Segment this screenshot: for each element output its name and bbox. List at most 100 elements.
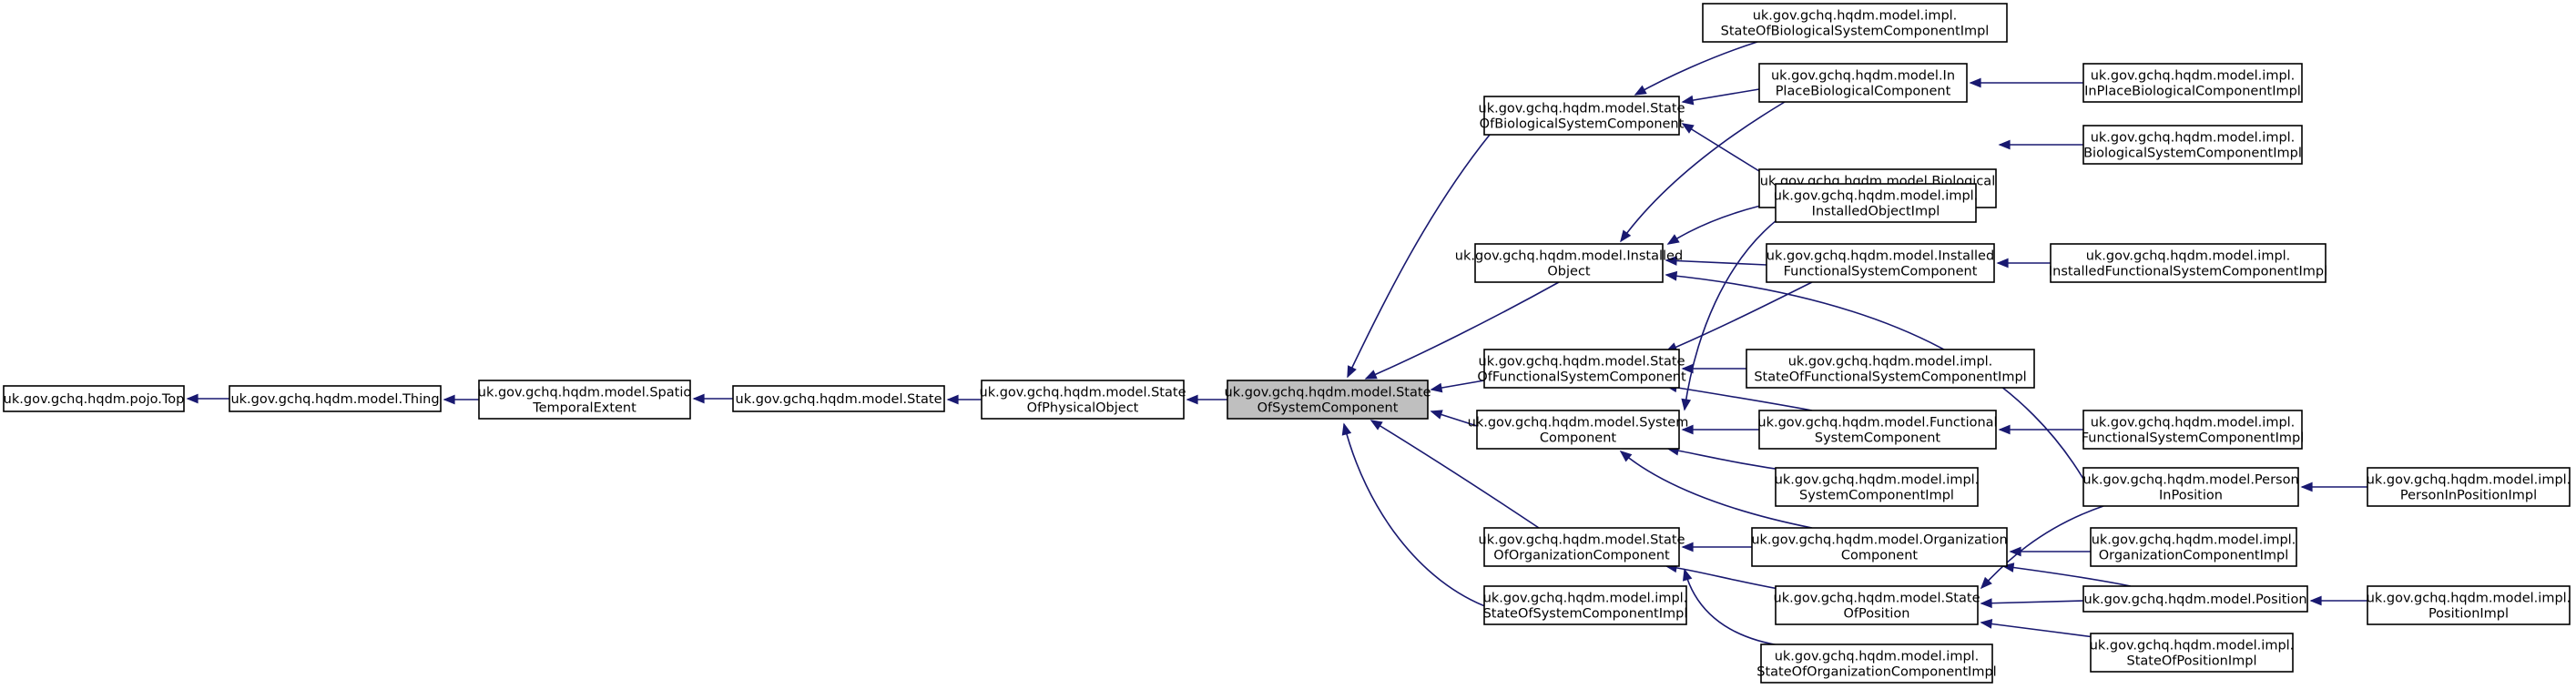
class-node-sc[interactable]: uk.gov.gchq.hqdm.model.SystemComponent [1468, 410, 1689, 450]
class-node-label: OfOrganizationComponent [1493, 549, 1670, 563]
class-node-box [1483, 96, 1680, 136]
arrowhead-ifsc-to-io [1665, 256, 1677, 266]
class-node-box [732, 385, 945, 412]
class-node-bscimpl[interactable]: uk.gov.gchq.hqdm.model.impl.BiologicalSy… [2082, 125, 2303, 165]
class-node-soocimpl[interactable]: uk.gov.gchq.hqdm.model.impl.StateOfOrgan… [1756, 643, 1997, 684]
arrowhead-ipbc-to-sobsc [1681, 95, 1695, 106]
class-node-label: uk.gov.gchq.hqdm.model.State [1774, 592, 1980, 606]
class-node-pipimpl[interactable]: uk.gov.gchq.hqdm.model.impl.PersonInPosi… [2367, 467, 2571, 507]
class-node-label: StateOfPositionImpl [2127, 654, 2257, 669]
class-node-sobscimpl[interactable]: uk.gov.gchq.hqdm.model.impl.StateOfBiolo… [1702, 3, 2008, 43]
class-node-oc[interactable]: uk.gov.gchq.hqdm.model.OrganizationCompo… [1751, 527, 2008, 567]
class-node-sooc[interactable]: uk.gov.gchq.hqdm.model.StateOfOrganizati… [1479, 527, 1685, 567]
class-node-label: uk.gov.gchq.hqdm.pojo.Top [4, 392, 185, 407]
class-node-label: uk.gov.gchq.hqdm.model.Spatio [478, 386, 692, 400]
edge-io-to-sosc [1365, 281, 1560, 380]
class-node-label: uk.gov.gchq.hqdm.model.impl. [2086, 249, 2291, 264]
class-node-label: uk.gov.gchq.hqdm.model.State [736, 392, 942, 407]
class-node-fsc[interactable]: uk.gov.gchq.hqdm.model.FunctionalSystemC… [1757, 410, 1998, 450]
class-node-box [2082, 585, 2308, 613]
edge-sobsc-to-sosc [1347, 134, 1491, 378]
class-node-label: uk.gov.gchq.hqdm.model.In [1771, 69, 1955, 84]
arrowhead-fsc-to-sc [1681, 424, 1694, 435]
class-node-label: FunctionalSystemComponent [1784, 265, 1978, 279]
class-node-box [981, 380, 1185, 420]
arrowhead-posimpl-to-pos [2309, 595, 2322, 606]
arrowhead-ioimpl-to-io [1666, 234, 1680, 245]
arrowhead-ste-to-thing [443, 394, 455, 405]
class-node-label: uk.gov.gchq.hqdm.model.impl. [1753, 9, 1958, 24]
class-node-ipbc[interactable]: uk.gov.gchq.hqdm.model.InPlaceBiological… [1758, 63, 1968, 103]
class-node-label: uk.gov.gchq.hqdm.model.impl. [1774, 189, 1979, 204]
class-node-label: uk.gov.gchq.hqdm.model.impl. [2091, 416, 2296, 431]
class-node-top[interactable]: uk.gov.gchq.hqdm.pojo.Top [3, 385, 185, 412]
arrowhead-pip-to-sop [1980, 576, 1992, 590]
nodes-layer: uk.gov.gchq.hqdm.pojo.Top uk.gov.gchq.hqd… [3, 3, 2571, 684]
class-node-label: uk.gov.gchq.hqdm.model.Installed [1767, 249, 1994, 264]
class-node-label: OfSystemComponent [1257, 401, 1399, 416]
class-node-ocimpl[interactable]: uk.gov.gchq.hqdm.model.impl.Organization… [2090, 527, 2297, 567]
class-node-sofsc[interactable]: uk.gov.gchq.hqdm.model.StateOfFunctional… [1477, 349, 1686, 389]
class-node-pos[interactable]: uk.gov.gchq.hqdm.model.Position [2082, 585, 2308, 613]
class-node-box [2090, 527, 2297, 567]
class-node-label: uk.gov.gchq.hqdm.model.State [1225, 386, 1431, 400]
arrowhead-fscimpl-to-fsc [1998, 424, 2011, 435]
arrowhead-sc-to-sosc [1430, 410, 1443, 420]
class-node-label: uk.gov.gchq.hqdm.model.System [1468, 416, 1689, 431]
class-node-label: uk.gov.gchq.hqdm.model.Organization [1751, 533, 2007, 548]
edge-soocimpl-to-sooc [1684, 569, 1786, 647]
class-node-label: StateOfOrganizationComponentImpl [1756, 665, 1996, 680]
class-node-ifsc[interactable]: uk.gov.gchq.hqdm.model.InstalledFunction… [1766, 243, 1995, 283]
class-node-label: TemporalExtent [532, 401, 636, 416]
class-node-label: uk.gov.gchq.hqdm.model.Installed [1455, 249, 1683, 264]
class-node-label: OfPosition [1844, 607, 1910, 622]
arrowhead-ifscimpl-to-ifsc [1996, 258, 2009, 269]
class-node-label: OfPhysicalObject [1027, 401, 1139, 416]
class-node-label: uk.gov.gchq.hqdm.model.impl. [1775, 650, 1980, 664]
class-node-sopo[interactable]: uk.gov.gchq.hqdm.model.StateOfPhysicalOb… [980, 380, 1186, 420]
arrowhead-sofsc-to-sosc [1430, 382, 1443, 393]
class-node-sopimpl[interactable]: uk.gov.gchq.hqdm.model.impl.StateOfPosit… [2090, 633, 2295, 673]
class-node-state[interactable]: uk.gov.gchq.hqdm.model.State [732, 385, 945, 412]
class-node-ste[interactable]: uk.gov.gchq.hqdm.model.SpatioTemporalExt… [478, 380, 692, 420]
edge-ipbc-to-io [1620, 101, 1786, 242]
class-node-soscimpl[interactable]: uk.gov.gchq.hqdm.model.impl.StateOfSyste… [1483, 585, 1688, 625]
class-node-posimpl[interactable]: uk.gov.gchq.hqdm.model.impl.PositionImpl [2367, 585, 2571, 625]
class-node-scimpl[interactable]: uk.gov.gchq.hqdm.model.impl.SystemCompon… [1775, 467, 1980, 507]
class-node-sop[interactable]: uk.gov.gchq.hqdm.model.StateOfPosition [1774, 585, 1980, 625]
class-node-sosc[interactable]: uk.gov.gchq.hqdm.model.StateOfSystemComp… [1225, 380, 1431, 420]
class-node-thing[interactable]: uk.gov.gchq.hqdm.model.Thing [229, 385, 442, 412]
class-node-io[interactable]: uk.gov.gchq.hqdm.model.InstalledObject [1455, 243, 1683, 283]
arrowhead-pip-to-io [1665, 270, 1678, 281]
class-node-ipbcimpl[interactable]: uk.gov.gchq.hqdm.model.impl.InPlaceBiolo… [2082, 63, 2303, 103]
class-node-box [2367, 585, 2571, 625]
arrowhead-oc-to-sooc [1681, 542, 1694, 552]
arrowhead-sobscimpl-to-sobsc [1634, 85, 1647, 96]
class-node-label: uk.gov.gchq.hqdm.model.State [1479, 355, 1685, 370]
class-node-ifscimpl[interactable]: uk.gov.gchq.hqdm.model.impl.InstalledFun… [2049, 243, 2327, 283]
class-node-label: uk.gov.gchq.hqdm.model.impl. [1483, 592, 1688, 606]
arrowhead-soocimpl-to-sooc [1682, 568, 1693, 582]
class-node-ioimpl[interactable]: uk.gov.gchq.hqdm.model.impl.InstalledObj… [1774, 183, 1979, 223]
class-node-label: Component [1841, 549, 1918, 563]
class-node-label: uk.gov.gchq.hqdm.model.impl. [2090, 639, 2295, 654]
arrowhead-pipimpl-to-pip [2300, 481, 2313, 492]
class-node-pip[interactable]: uk.gov.gchq.hqdm.model.PersonInPosition [2082, 467, 2299, 507]
arrowhead-bsc-to-sc [1681, 398, 1692, 411]
class-node-fscimpl[interactable]: uk.gov.gchq.hqdm.model.impl.FunctionalSy… [2082, 410, 2304, 450]
class-node-sobsc[interactable]: uk.gov.gchq.hqdm.model.StateOfBiological… [1479, 96, 1685, 136]
class-node-label: InPlaceBiologicalComponentImpl [2084, 85, 2301, 99]
arrowhead-bscimpl-to-bsc [1998, 139, 2011, 150]
class-node-box [1775, 467, 1979, 507]
class-node-box [1760, 643, 1993, 684]
class-node-box [1702, 3, 2008, 43]
class-node-sofscimpl[interactable]: uk.gov.gchq.hqdm.model.impl.StateOfFunct… [1746, 349, 2035, 389]
class-node-label: FunctionalSystemComponentImpl [2082, 431, 2304, 446]
class-node-label: InstalledObjectImpl [1812, 205, 1940, 219]
arrowhead-pos-to-sop [1980, 598, 1992, 609]
class-node-label: Object [1547, 265, 1591, 279]
class-node-box [1775, 183, 1977, 223]
class-node-label: PlaceBiologicalComponent [1776, 85, 1951, 99]
class-node-box [1775, 585, 1979, 625]
class-node-box [229, 385, 442, 412]
